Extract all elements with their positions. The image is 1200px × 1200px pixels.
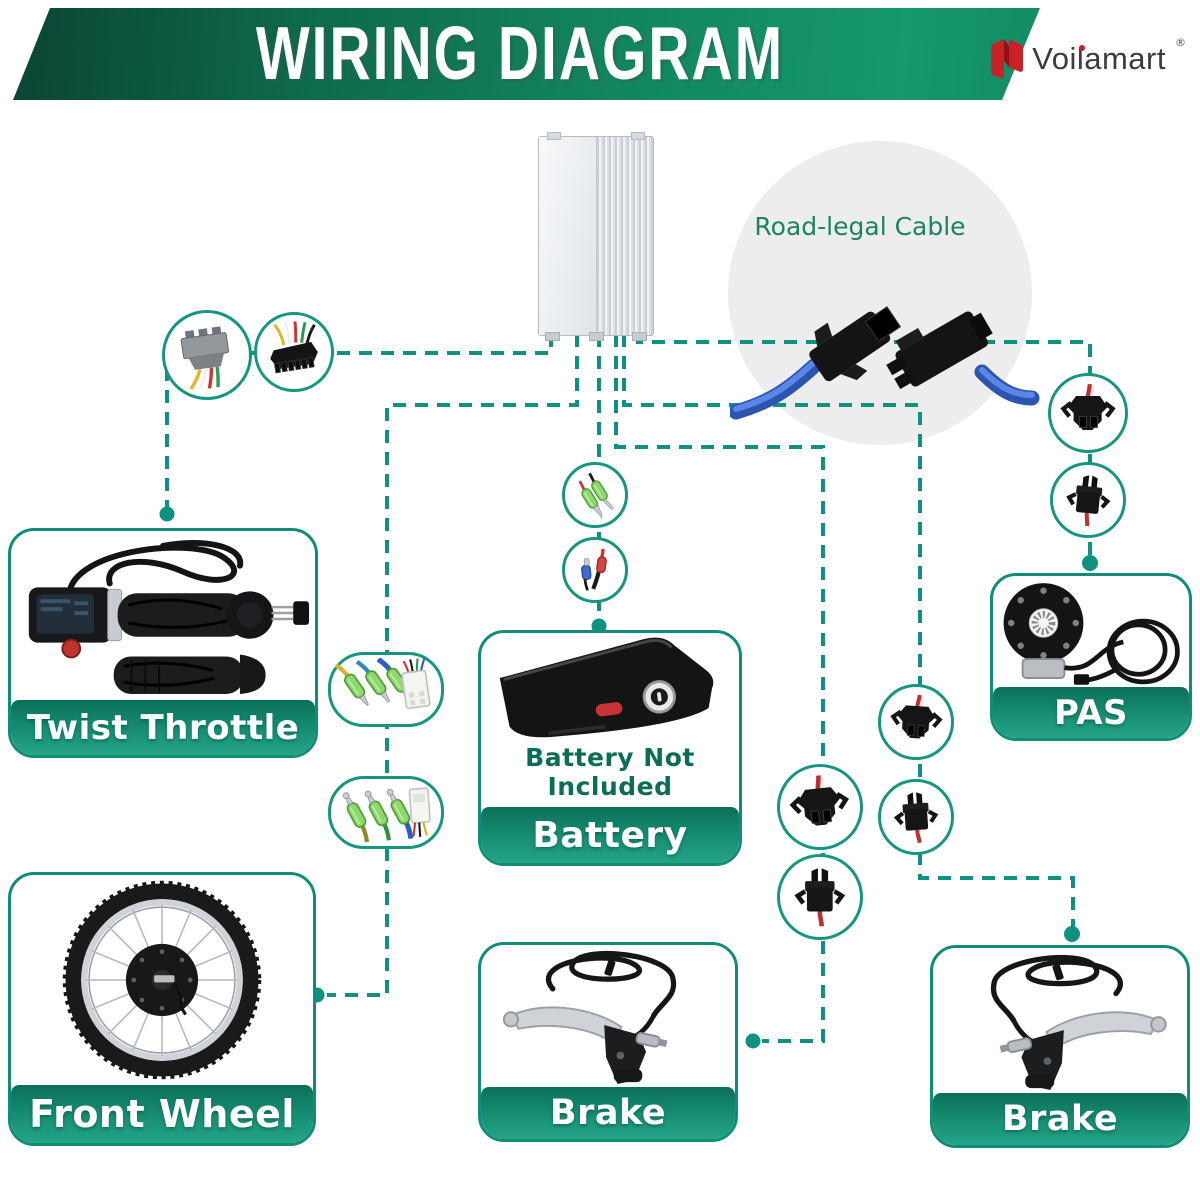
controller-face xyxy=(539,137,597,335)
throttle-connector-6pin-icon xyxy=(254,312,334,392)
throttle-connector-block-icon xyxy=(162,310,252,400)
title-banner: WIRING DIAGRAM xyxy=(13,8,1040,100)
brake-center-image xyxy=(481,945,735,1087)
pas-label: PAS xyxy=(993,687,1189,738)
road-legal-connector-pair-icon xyxy=(730,306,1040,420)
motor-controller xyxy=(538,132,654,341)
controller-foot xyxy=(632,332,647,341)
controller-mount-tab xyxy=(547,132,561,140)
registered-mark: ® xyxy=(1175,36,1186,49)
brake-right-plug-female-icon xyxy=(878,779,954,855)
twist-throttle-box: Twist Throttle xyxy=(8,528,318,758)
brand-name: Voilamart xyxy=(1032,41,1166,76)
battery-image xyxy=(481,633,739,743)
brake-right-label: Brake xyxy=(933,1093,1187,1145)
brake-center-plug-female-icon xyxy=(777,854,863,940)
voilamart-logo-icon xyxy=(991,39,1024,79)
front-wheel-box: Front Wheel xyxy=(8,872,316,1146)
controller-foot xyxy=(589,332,604,341)
logo-red-dot xyxy=(1079,45,1086,51)
brake-right-box: Brake xyxy=(930,945,1190,1148)
road-legal-cable-label: Road-legal Cable xyxy=(754,212,966,241)
controller-heatsink-ribs xyxy=(596,137,653,335)
page-title: WIRING DIAGRAM xyxy=(255,11,785,97)
pas-plug-female-icon xyxy=(1050,462,1126,538)
brake-right-image xyxy=(933,948,1187,1093)
battery-label: Battery xyxy=(481,807,739,863)
twist-throttle-image xyxy=(11,531,315,700)
brake-center-label: Brake xyxy=(481,1087,735,1139)
battery-box: Battery Not Included Battery xyxy=(478,630,742,866)
pas-box: PAS xyxy=(990,573,1192,741)
pas-plug-male-icon xyxy=(1048,373,1128,453)
front-wheel-image xyxy=(11,875,313,1085)
twist-throttle-label: Twist Throttle xyxy=(11,700,315,755)
battery-note: Battery Not Included xyxy=(525,743,695,801)
pas-image xyxy=(993,576,1189,687)
brake-center-box: Brake xyxy=(478,942,738,1142)
controller-mount-tab xyxy=(631,132,645,140)
controller-foot xyxy=(545,332,560,341)
battery-bullet-green-icon xyxy=(562,462,628,528)
front-wheel-label: Front Wheel xyxy=(11,1085,313,1143)
motor-crimps-lower-icon xyxy=(328,776,444,849)
motor-crimps-upper-icon xyxy=(328,652,444,727)
brake-center-plug-male-icon xyxy=(777,764,863,850)
brand-logo: Voilamart ® xyxy=(989,36,1186,82)
battery-bullet-bluered-icon xyxy=(562,537,628,603)
brake-right-plug-male-icon xyxy=(878,684,954,760)
